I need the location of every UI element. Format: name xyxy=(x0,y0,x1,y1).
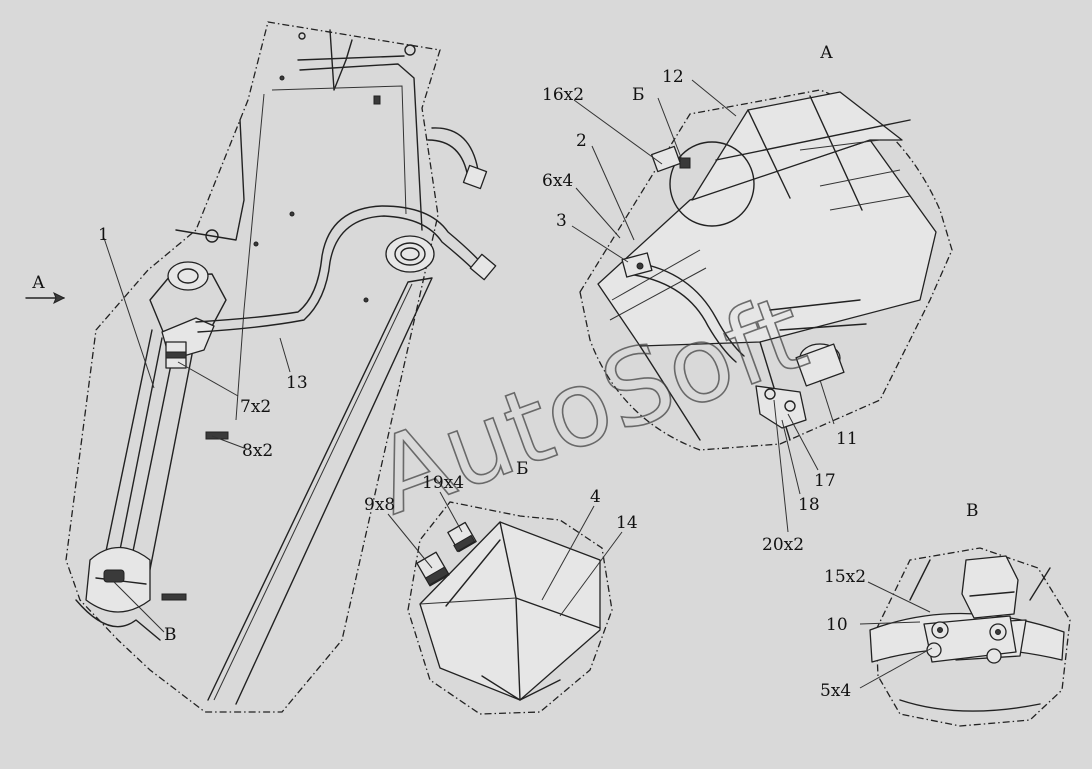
view-a-title: А xyxy=(820,43,833,63)
label-10: 10 xyxy=(826,615,848,635)
view-b-title: Б xyxy=(516,459,529,479)
label-14: 14 xyxy=(616,513,638,533)
view-arrow-label-a: А xyxy=(32,273,45,293)
label-13: 13 xyxy=(286,373,308,393)
label-15x2: 15x2 xyxy=(824,567,866,587)
label-18: 18 xyxy=(798,495,820,515)
view-b xyxy=(387,491,623,715)
label-2: 2 xyxy=(576,131,587,151)
label-4: 4 xyxy=(590,487,601,507)
label-17: 17 xyxy=(814,471,836,491)
label-6x4: 6x4 xyxy=(542,171,573,191)
label-v-callout: В xyxy=(164,625,177,645)
label-19x4: 19x4 xyxy=(422,473,464,493)
label-7x2: 7x2 xyxy=(240,397,271,417)
view-v xyxy=(859,547,1071,727)
label-12: 12 xyxy=(662,67,684,87)
label-b-callout: Б xyxy=(632,85,645,105)
label-8x2: 8x2 xyxy=(242,441,273,461)
labels: А 1 13 7x2 8x2 В А 12 16x2 Б 2 6x4 3 11 … xyxy=(32,43,979,701)
label-16x2: 16x2 xyxy=(542,85,584,105)
label-5x4: 5x4 xyxy=(820,681,851,701)
view-v-title: В xyxy=(966,501,979,521)
label-11: 11 xyxy=(836,429,858,449)
main-view xyxy=(25,21,497,713)
label-3: 3 xyxy=(556,211,567,231)
label-1: 1 xyxy=(98,225,109,245)
view-a xyxy=(571,79,953,533)
label-9x8: 9x8 xyxy=(364,495,395,515)
label-20x2: 20x2 xyxy=(762,535,804,555)
